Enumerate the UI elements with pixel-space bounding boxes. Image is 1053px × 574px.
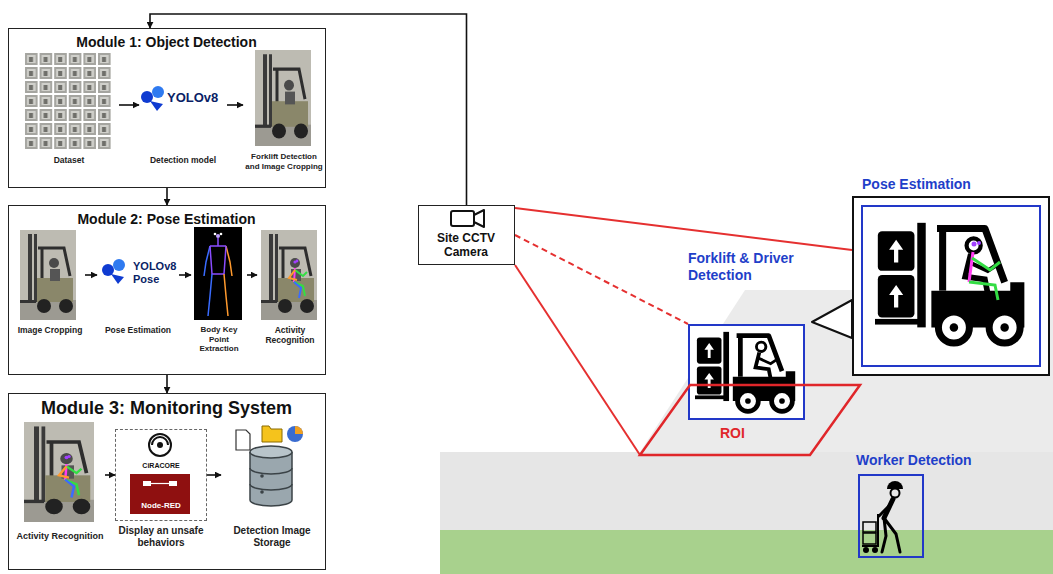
worker-box: Worker Detection [852, 452, 982, 560]
model-item: YOLOv8Detection model [139, 81, 227, 171]
caption: Image Cropping [15, 325, 85, 335]
dataset-grid [24, 52, 112, 150]
logo-text: CiRACORE [115, 462, 207, 470]
flow-arrow [179, 274, 191, 276]
activity-photo [24, 422, 94, 522]
flow-arrow [227, 104, 243, 106]
detection-box: Forklift & Driver Detection [688, 250, 814, 422]
yolo-pose-logo [102, 259, 125, 284]
roi-outline [640, 385, 860, 455]
box-frame [852, 196, 1050, 376]
camera-box: Site CCTV Camera [418, 205, 515, 265]
module-box: Module 2: Pose EstimationImage Cropping Y… [8, 205, 326, 375]
camera-icon [418, 205, 515, 265]
box-heading: Worker Detection [856, 452, 982, 469]
camera-label: Site CCTV Camera [419, 231, 513, 260]
caption: Pose Estimation [97, 325, 179, 335]
module-title: Module 2: Pose Estimation [9, 211, 324, 228]
flow-arrow [207, 474, 221, 476]
logo-text: YOLOv8 Pose [133, 260, 179, 286]
box-heading: Forklift & Driver Detection [688, 250, 814, 284]
view-line [515, 208, 852, 250]
flow-arrow [166, 375, 168, 393]
image-item: Activity Recognition [257, 229, 323, 354]
roi-label: ROI [720, 425, 760, 442]
box-frame [688, 324, 805, 420]
logo-text: Node-RED [115, 501, 207, 511]
logo-text: YOLOv8 [167, 90, 225, 106]
pose-illustration [812, 196, 1050, 376]
flow-arrow [119, 104, 139, 106]
caption: Detection model [139, 155, 227, 165]
storage-item: Detection Image Storage [221, 421, 323, 561]
forklift-icon [688, 324, 805, 420]
view-line [515, 265, 640, 455]
caption: Forklift Detection and Image Cropping [243, 152, 325, 171]
roi-outline [640, 385, 860, 455]
flow-arrow [85, 274, 97, 276]
module-title: Module 1: Object Detection [9, 34, 324, 51]
flow-arrow [247, 274, 257, 276]
storage-icon [236, 426, 303, 506]
pose-box: Pose Estimation [852, 176, 1050, 376]
dataset-item: Dataset [19, 51, 119, 171]
flow-arrow [105, 474, 115, 476]
forklift-photo [255, 50, 311, 146]
platform-item: CiRACORE Node-RED Display an unsafe behavi… [115, 429, 207, 559]
keypoint-item: Body Key Point Extraction [191, 226, 247, 356]
module-box: Module 1: Object DetectionDataset YOLOv8D… [8, 28, 326, 188]
yolo-logo [141, 86, 164, 111]
image-item: Image Cropping [15, 229, 85, 349]
roi-zone: ROI [640, 385, 860, 455]
caption: Activity Recognition [257, 325, 323, 345]
box-frame [858, 474, 924, 558]
forklift-photo [20, 230, 76, 320]
image-item: Forklift Detection and Image Cropping [243, 51, 325, 181]
module-title: Module 3: Monitoring System [9, 398, 324, 420]
caption: Body Key Point Extraction [191, 325, 247, 354]
flow-arrow [166, 188, 168, 205]
worker-icon [862, 481, 903, 553]
module-box: Module 3: Monitoring SystemActivity Reco… [8, 393, 326, 570]
image-item: Activity Recognition [15, 421, 105, 561]
caption: Activity Recognition [15, 531, 105, 542]
caption: Dataset [19, 155, 119, 165]
view-line [515, 235, 688, 324]
model-item: YOLOv8 PosePose Estimation [97, 256, 179, 349]
caption: Detection Image Storage [221, 525, 323, 549]
box-heading: Pose Estimation [862, 176, 1042, 193]
activity-photo [261, 230, 317, 320]
caption: Display an unsafe behaviors [115, 525, 207, 549]
keypoint-figure [194, 227, 242, 320]
